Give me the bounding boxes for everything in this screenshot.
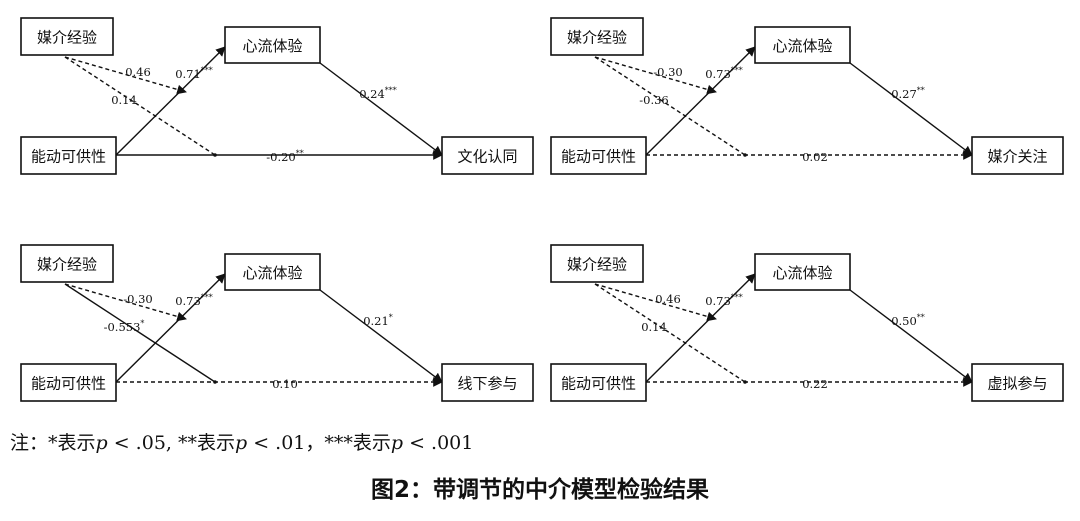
moderator-to-a-coefficient: -0.30 bbox=[653, 65, 683, 79]
b-path-coefficient: 0.24*** bbox=[359, 86, 397, 101]
moderator-label: 媒介经验 bbox=[567, 256, 627, 274]
note-text-2: < .01，***表示 bbox=[247, 432, 391, 454]
c-path-coefficient: 0.02 bbox=[802, 150, 828, 164]
moderator-to-c-path bbox=[594, 56, 746, 156]
outcome-box bbox=[441, 363, 534, 402]
outcome-label: 媒介关注 bbox=[987, 148, 1047, 166]
predictor-box bbox=[550, 363, 647, 402]
moderator-to-a-coefficient: -0.30 bbox=[123, 292, 153, 306]
a-path-coefficient: 0.73*** bbox=[705, 293, 743, 308]
predictor-box bbox=[550, 136, 647, 175]
mediator-box bbox=[224, 26, 321, 64]
predictor-label: 能动可供性 bbox=[561, 375, 636, 393]
mediator-box bbox=[754, 26, 851, 64]
interaction-point bbox=[213, 153, 217, 157]
note-p-symbol: p bbox=[95, 432, 108, 454]
c-path-coefficient: 0.10 bbox=[272, 377, 298, 391]
mediator-label: 心流体验 bbox=[242, 37, 302, 55]
a-path bbox=[115, 46, 226, 156]
moderated-mediation-diagram: 媒介经验能动可供性心流体验文化认同0.460.140.71***0.24***-… bbox=[20, 17, 1064, 402]
c-path-coefficient: 0.22 bbox=[802, 377, 828, 391]
figure-caption: 图2：带调节的中介模型检验结果 bbox=[370, 477, 709, 503]
moderator-to-c-coefficient: -0.553* bbox=[104, 319, 145, 334]
mediator-label: 心流体验 bbox=[772, 264, 832, 282]
b-path bbox=[319, 289, 443, 383]
moderator-label: 媒介经验 bbox=[37, 29, 97, 47]
outcome-label: 线下参与 bbox=[457, 375, 517, 393]
mediator-box bbox=[224, 253, 321, 291]
mediator-label: 心流体验 bbox=[772, 37, 832, 55]
b-path bbox=[319, 62, 443, 156]
moderator-label: 媒介经验 bbox=[37, 256, 97, 274]
b-path-coefficient: 0.27** bbox=[891, 86, 925, 101]
interaction-point bbox=[213, 380, 217, 384]
note-p-symbol: p bbox=[234, 432, 248, 454]
outcome-box bbox=[971, 363, 1064, 402]
moderator-to-a-coefficient: 0.46 bbox=[125, 65, 151, 79]
a-path-coefficient: 0.73*** bbox=[705, 66, 743, 81]
a-path-coefficient: 0.73*** bbox=[175, 293, 213, 308]
b-path bbox=[849, 289, 973, 383]
outcome-box bbox=[441, 136, 534, 175]
predictor-box bbox=[20, 136, 117, 175]
interaction-point bbox=[743, 153, 747, 157]
moderator-box bbox=[550, 244, 644, 283]
moderator-to-c-coefficient: 0.14 bbox=[111, 93, 137, 107]
moderator-to-a-coefficient: 0.46 bbox=[655, 292, 681, 306]
mediator-box bbox=[754, 253, 851, 291]
b-path-coefficient: 0.21* bbox=[363, 313, 393, 328]
note-p-symbol: p bbox=[390, 432, 404, 454]
outcome-box bbox=[971, 136, 1064, 175]
moderator-to-c-path bbox=[64, 283, 216, 383]
moderator-box bbox=[550, 17, 644, 56]
mediator-label: 心流体验 bbox=[242, 264, 302, 282]
a-path bbox=[645, 46, 756, 156]
note-text-3: < .001 bbox=[403, 432, 474, 454]
moderator-to-c-path bbox=[594, 283, 746, 383]
predictor-label: 能动可供性 bbox=[561, 148, 636, 166]
a-path bbox=[115, 273, 226, 383]
moderator-to-c-coefficient: -0.36 bbox=[639, 93, 669, 107]
moderator-label: 媒介经验 bbox=[567, 29, 627, 47]
predictor-label: 能动可供性 bbox=[31, 375, 106, 393]
moderator-box bbox=[20, 244, 114, 283]
significance-note: 注：*表示p < .05, **表示p < .01，***表示p < .001 bbox=[10, 428, 473, 455]
a-path bbox=[645, 273, 756, 383]
outcome-label: 虚拟参与 bbox=[987, 375, 1047, 393]
predictor-box bbox=[20, 363, 117, 402]
note-text-1: < .05, **表示 bbox=[107, 432, 235, 454]
b-path-coefficient: 0.50** bbox=[891, 313, 925, 328]
moderator-box bbox=[20, 17, 114, 56]
interaction-point bbox=[743, 380, 747, 384]
moderator-to-c-path bbox=[64, 56, 216, 156]
outcome-label: 文化认同 bbox=[457, 148, 517, 166]
b-path bbox=[849, 62, 973, 156]
moderator-to-c-coefficient: 0.14 bbox=[641, 320, 667, 334]
c-path-coefficient: -0.20** bbox=[266, 149, 304, 164]
note-prefix: 注：*表示 bbox=[10, 432, 96, 454]
a-path-coefficient: 0.71*** bbox=[175, 66, 213, 81]
predictor-label: 能动可供性 bbox=[31, 148, 106, 166]
